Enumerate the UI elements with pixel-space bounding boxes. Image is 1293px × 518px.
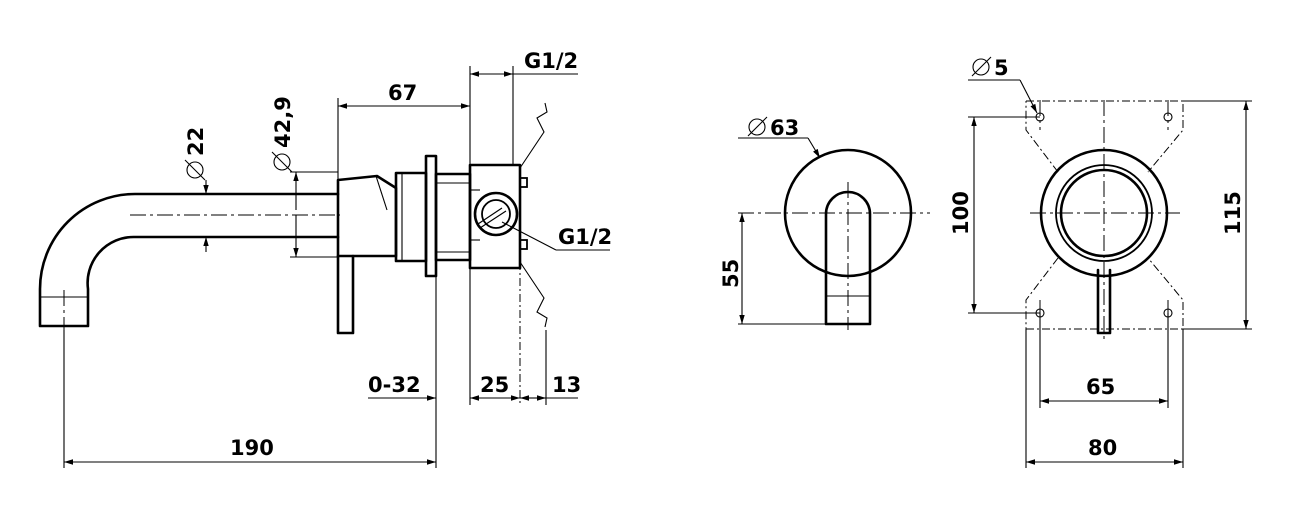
inlet-hatch-1 [477,207,503,225]
dim-032-text: 0-32 [368,373,421,397]
dim-65-text: 65 [1086,375,1115,399]
mounting-bracket [1025,100,1184,330]
dim-g12-top-text: G1/2 [524,49,578,73]
box-port-top [519,177,528,188]
front-spout [824,190,872,326]
mounting-view: 5 100 115 65 80 [949,56,1252,468]
d63-leader [807,137,821,159]
wall-break-line [519,102,548,328]
g12-side-leader [501,221,557,251]
valve-body [394,171,428,263]
dim-55-text: 55 [719,259,743,288]
dim-22-label: 22 [184,127,208,181]
inlet-hatch-2 [479,210,507,229]
lever-handle [336,254,355,335]
box-port-bottom [519,239,528,250]
dim-190-text: 190 [230,436,274,460]
dim-22-text: 22 [184,127,208,156]
box-inlet [481,199,511,229]
valve-neck [434,172,472,262]
dim-63-label: 63 [747,116,799,140]
dim-115-text: 115 [1221,191,1245,235]
dim-5-text: 5 [994,56,1009,80]
dim-67-text: 67 [388,81,417,105]
lever-hinge-line [375,175,388,211]
dim-429-text: 42,9 [271,96,295,148]
dim-13-text: 13 [552,373,581,397]
box-inlet-ring [473,191,519,237]
spout-outline [38,192,340,328]
d5-leader [1019,79,1038,114]
lever-housing [336,174,398,258]
dim-80-text: 80 [1088,436,1117,460]
dim-100-text: 100 [949,191,973,235]
dim-g12-side-text: G1/2 [558,225,612,249]
front-view: 63 55 [719,116,930,330]
back-lever [1096,268,1112,335]
dim-25-text: 25 [480,373,509,397]
dim-5-label: 5 [971,56,1009,80]
side-view: 22 42,9 67 G1/2 G1/2 0-3 [38,49,612,468]
wall-flange [424,154,438,278]
dim-63-text: 63 [770,116,799,140]
dim-429-label: 42,9 [271,96,295,173]
wall-box [468,163,522,270]
